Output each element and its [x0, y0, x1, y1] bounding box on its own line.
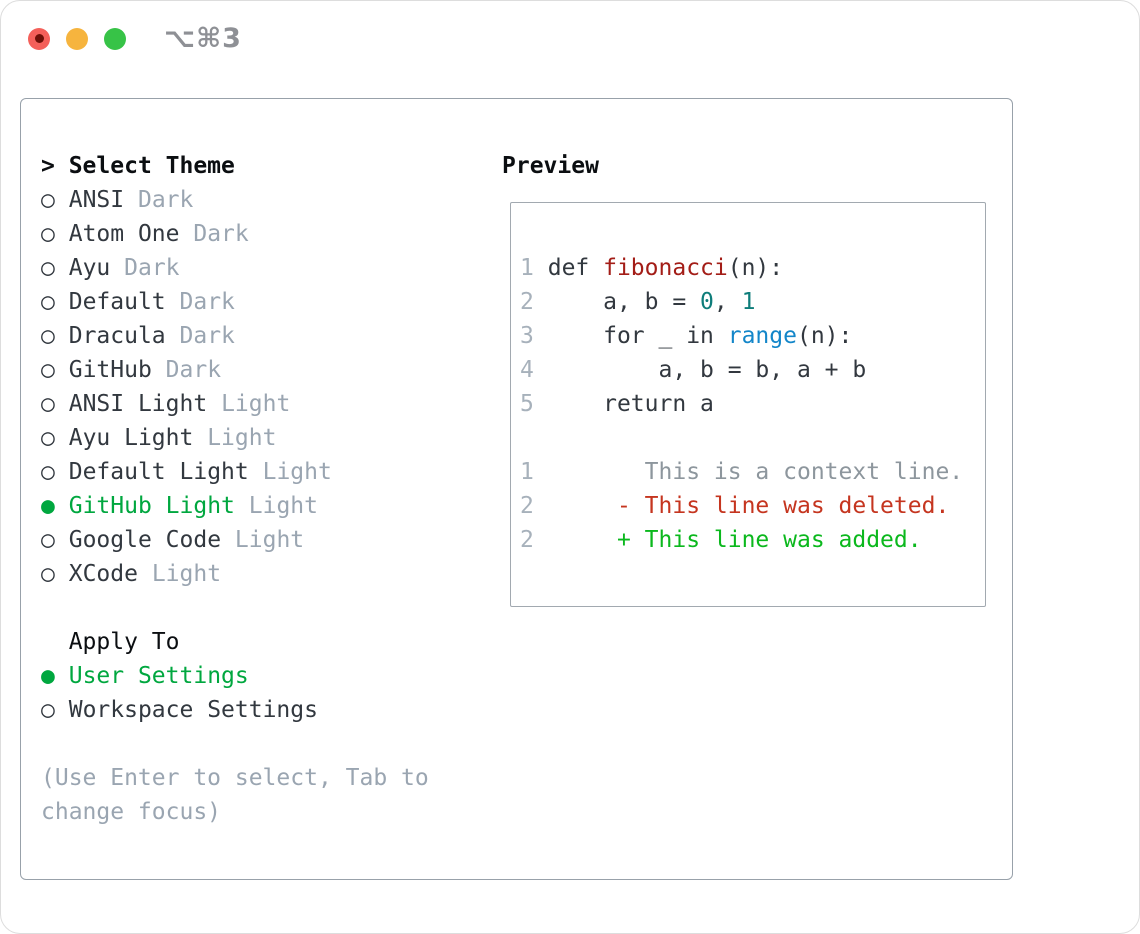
radio-unselected-icon: ○ — [41, 255, 55, 281]
theme-list-pane: >Select Theme ○ ANSI Dark○ Atom One Dark… — [41, 149, 502, 879]
code-preview: 1 def fibonacci(n): 2 a, b = 0, 1 3 for _ … — [520, 251, 985, 557]
theme-option-ayu-light[interactable]: ○ Ayu Light Light — [41, 421, 502, 455]
theme-name: GitHub — [68, 357, 152, 383]
select-theme-title: Select Theme — [68, 153, 235, 179]
radio-selected-icon: ● — [41, 663, 55, 689]
window-titlebar: ⌥⌘3 — [1, 1, 1139, 76]
radio-unselected-icon: ○ — [41, 221, 55, 247]
apply-to-title: Apply To — [68, 629, 180, 655]
apply-to-header: Apply To — [41, 625, 502, 659]
line-number: 2 — [520, 289, 534, 315]
hint-text-line: (Use Enter to select, Tab to — [41, 761, 502, 795]
preview-box: 1 def fibonacci(n): 2 a, b = 0, 1 3 for _ … — [510, 202, 986, 607]
code-line: 3 for _ in range(n): — [520, 323, 853, 349]
theme-name: Dracula — [68, 323, 166, 349]
apply-option-workspace-settings[interactable]: ○ Workspace Settings — [41, 693, 502, 727]
radio-unselected-icon: ○ — [41, 425, 55, 451]
spacer — [41, 591, 502, 625]
theme-option-dracula[interactable]: ○ Dracula Dark — [41, 319, 502, 353]
close-button[interactable] — [28, 27, 50, 50]
theme-name: Default Light — [68, 459, 249, 485]
radio-selected-icon: ● — [41, 493, 55, 519]
theme-name: Default — [68, 289, 166, 315]
theme-name: Ayu Light — [68, 425, 194, 451]
traffic-lights — [28, 27, 126, 50]
diff-context-line: 1 This is a context line. — [520, 459, 964, 485]
hint-text: change focus) — [41, 799, 222, 825]
radio-unselected-icon: ○ — [41, 459, 55, 485]
theme-name: GitHub Light — [68, 493, 235, 519]
theme-variant: Dark — [179, 323, 235, 349]
theme-name: Google Code — [68, 527, 222, 553]
theme-name: ANSI Light — [68, 391, 208, 417]
theme-name: XCode — [68, 561, 138, 587]
radio-unselected-icon: ○ — [41, 527, 55, 553]
theme-option-github-light[interactable]: ● GitHub Light Light — [41, 489, 502, 523]
hint-text: (Use Enter to select, Tab to — [41, 765, 429, 791]
line-number: 4 — [520, 357, 534, 383]
theme-variant: Light — [221, 391, 291, 417]
radio-unselected-icon: ○ — [41, 391, 55, 417]
theme-option-google-code[interactable]: ○ Google Code Light — [41, 523, 502, 557]
theme-option-xcode[interactable]: ○ XCode Light — [41, 557, 502, 591]
line-number: 2 — [520, 527, 534, 553]
theme-option-default-light[interactable]: ○ Default Light Light — [41, 455, 502, 489]
apply-option-label: Workspace Settings — [68, 697, 318, 723]
line-number: 2 — [520, 493, 534, 519]
theme-option-default[interactable]: ○ Default Dark — [41, 285, 502, 319]
zoom-button[interactable] — [104, 27, 126, 50]
spacer — [41, 727, 502, 761]
line-number: 1 — [520, 459, 534, 485]
preview-pane: Preview 1 def fibonacci(n): 2 a, b = 0, 1… — [502, 149, 1012, 879]
apply-option-label: User Settings — [68, 663, 249, 689]
minimize-button[interactable] — [66, 27, 88, 50]
theme-option-ansi-light[interactable]: ○ ANSI Light Light — [41, 387, 502, 421]
theme-option-github[interactable]: ○ GitHub Dark — [41, 353, 502, 387]
prompt-icon: > — [41, 153, 55, 179]
keyboard-hint: (Use Enter to select, Tab to change focus… — [41, 761, 502, 829]
radio-unselected-icon: ○ — [41, 357, 55, 383]
code-line: 5 return a — [520, 391, 714, 417]
line-number: 3 — [520, 323, 534, 349]
theme-variant: Dark — [193, 221, 249, 247]
apply-option-user-settings[interactable]: ● User Settings — [41, 659, 502, 693]
window-title: ⌥⌘3 — [164, 23, 242, 54]
theme-options-list: ○ ANSI Dark○ Atom One Dark○ Ayu Dark○ De… — [41, 183, 502, 591]
theme-name: ANSI — [68, 187, 125, 213]
theme-name: Atom One — [68, 221, 180, 247]
code-line: 4 a, b = b, a + b — [520, 357, 867, 383]
theme-variant: Light — [262, 459, 332, 485]
radio-unselected-icon: ○ — [41, 561, 55, 587]
hint-text-line: change focus) — [41, 795, 502, 829]
radio-unselected-icon: ○ — [41, 289, 55, 315]
line-number: 1 — [520, 255, 534, 281]
theme-option-ayu[interactable]: ○ Ayu Dark — [41, 251, 502, 285]
code-blank-line — [520, 421, 985, 455]
apply-to-options-list: ● User Settings○ Workspace Settings — [41, 659, 502, 727]
theme-variant: Light — [248, 493, 318, 519]
theme-variant: Light — [234, 527, 305, 553]
code-line: 1 def fibonacci(n): — [520, 255, 784, 281]
code-line: 2 a, b = 0, 1 — [520, 289, 756, 315]
radio-unselected-icon: ○ — [41, 187, 55, 213]
diff-added-line: 2 + This line was added. — [520, 527, 922, 553]
theme-variant: Dark — [124, 255, 180, 281]
theme-option-ansi[interactable]: ○ ANSI Dark — [41, 183, 502, 217]
line-number: 5 — [520, 391, 534, 417]
unsaved-indicator-dot — [34, 34, 44, 43]
theme-name: Ayu — [68, 255, 111, 281]
theme-variant: Dark — [179, 289, 235, 315]
preview-title: Preview — [502, 153, 599, 179]
theme-variant: Light — [151, 561, 222, 587]
theme-variant: Dark — [165, 357, 222, 383]
theme-option-atom-one[interactable]: ○ Atom One Dark — [41, 217, 502, 251]
theme-variant: Light — [207, 425, 277, 451]
radio-unselected-icon: ○ — [41, 323, 55, 349]
diff-deleted-line: 2 - This line was deleted. — [520, 493, 950, 519]
preview-header: Preview — [502, 149, 1012, 183]
theme-variant: Dark — [137, 187, 194, 213]
theme-picker-panel: >Select Theme ○ ANSI Dark○ Atom One Dark… — [20, 98, 1013, 880]
radio-unselected-icon: ○ — [41, 697, 55, 723]
select-theme-header: > Select Theme — [41, 149, 502, 183]
